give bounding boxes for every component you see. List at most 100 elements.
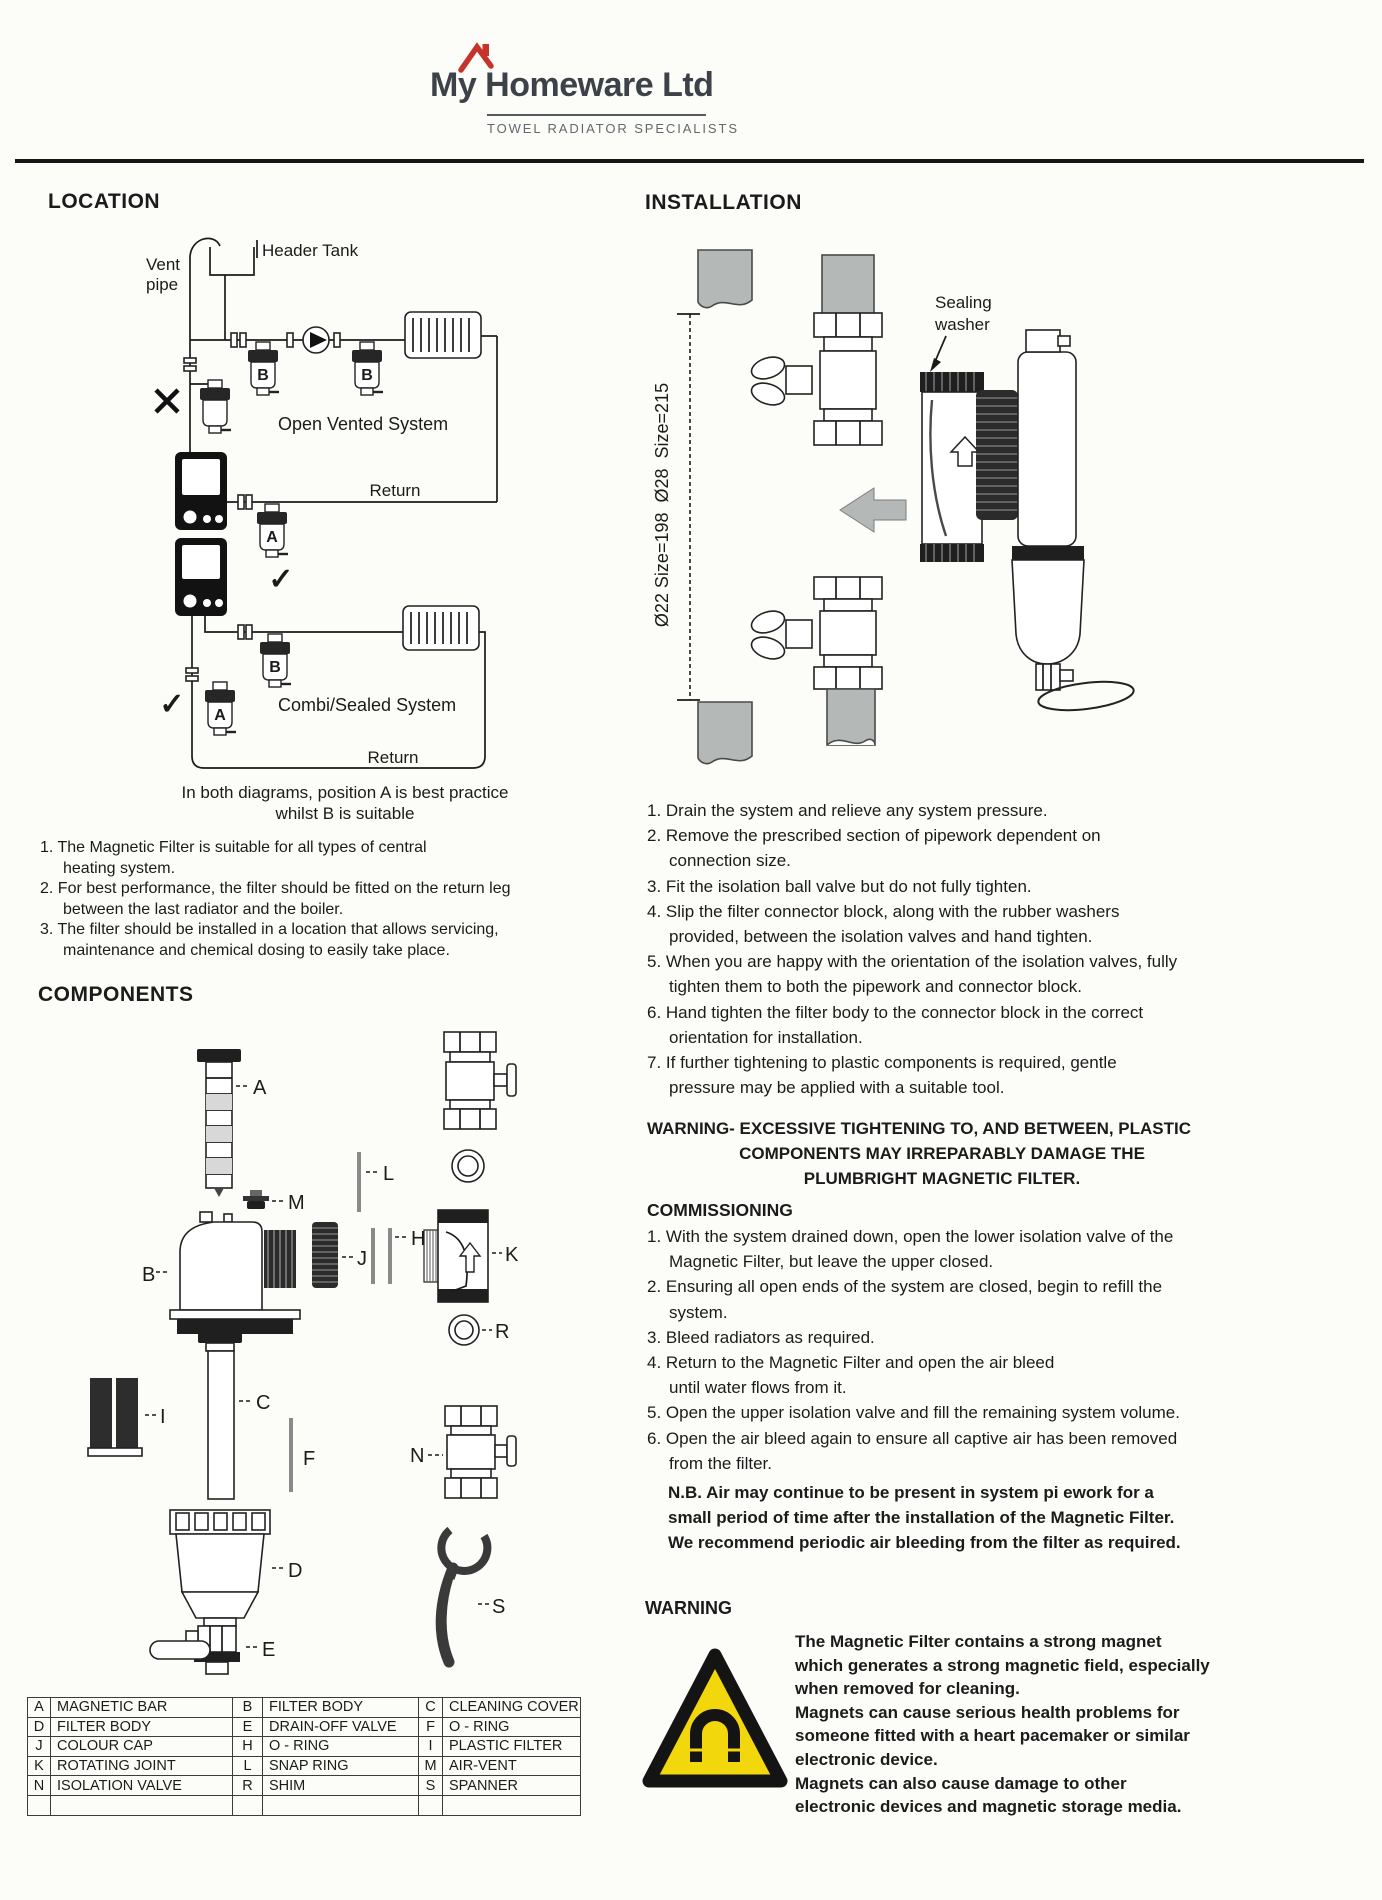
warning-text: The Magnetic Filter contains a strong ma… [795,1630,1250,1819]
table-cell: COLOUR CAP [50,1736,233,1757]
vent-pipe [189,237,258,452]
table-row [27,1794,581,1816]
logo-tagline: TOWEL RADIATOR SPECIALISTS [487,121,739,136]
table-cell: F [418,1716,443,1738]
components-table: A MAGNETIC BAR B FILTER BODY C CLEANING … [27,1697,581,1816]
filter-letter: A [214,707,226,724]
components-diagram: A M B L J [87,1031,519,1675]
part-spanner [435,1526,492,1668]
table-cell: O - RING [262,1736,419,1757]
install-step: 1. Drain the system and relieve any syst… [647,801,1048,820]
part-label-n: N [410,1445,424,1467]
table-cell: D [27,1716,51,1738]
commissioning-step: 5. Open the upper isolation valve and fi… [647,1403,1180,1423]
install-step: 5. When you are happy with the orientati… [647,952,1178,997]
table-cell: K [27,1755,51,1777]
table-cell: O - RING [442,1716,581,1738]
commissioning-steps: 1. With the system drained down, open th… [647,1224,1237,1476]
table-cell: SHIM [262,1775,419,1796]
tightening-warning-line: PLUMBRIGHT MAGNETIC FILTER. [803,1169,1081,1188]
warning-paragraph: Magnets can also cause damage to other e… [795,1773,1182,1817]
table-cell: CLEANING COVER [442,1697,581,1718]
table-cell: MAGNETIC BAR [50,1697,233,1718]
table-cell [442,1794,581,1816]
table-row: N ISOLATION VALVE R SHIM S SPANNER [27,1775,581,1796]
table-row: J COLOUR CAP H O - RING I PLASTIC FILTER [27,1736,581,1757]
open-vented-label: Open Vented System [278,414,448,434]
cross-icon [154,388,180,414]
installation-diagram: Ø22 Size=198 Ø28 Size=215 Sealing washer [652,249,1135,765]
table-cell: B [232,1697,263,1718]
table-cell: R [232,1775,263,1796]
radiator-icon [404,311,482,359]
install-step: 6. Hand tighten the filter body to the c… [647,1002,1144,1047]
combi-pipework [185,616,486,769]
table-cell: AIR-VENT [442,1755,581,1777]
part-magnetic-bar [197,1049,241,1197]
tightening-warning-line: WARNING- EXCESSIVE TIGHTENING TO, AND BE… [647,1119,1192,1138]
tick-icon: ✓ [159,688,184,721]
dimension-label: Ø22 Size=198 Ø28 Size=215 [652,383,672,627]
caption-line-1: In both diagrams, position A is best pra… [181,783,509,802]
boiler-icon [175,452,227,530]
table-cell: SPANNER [442,1775,581,1796]
magnet-warning-icon [642,1648,788,1788]
warning-paragraph: Magnets can cause serious health problem… [795,1702,1190,1769]
table-cell: ISOLATION VALVE [50,1775,233,1796]
commissioning-step: 3. Bleed radiators as required. [647,1327,875,1347]
header-rule [15,159,1364,163]
install-step: 7. If further tightening to plastic comp… [647,1053,1117,1098]
tightening-warning: WARNING- EXCESSIVE TIGHTENING TO, AND BE… [647,1116,1237,1191]
installation-heading: INSTALLATION [645,191,802,214]
part-o-ring-rod [388,1228,392,1284]
filter-crossed [198,378,233,435]
part-shim [448,1314,480,1346]
table-cell: C [418,1697,443,1718]
roof-icon [458,42,494,73]
location-caption: In both diagrams, position A is best pra… [150,782,540,824]
install-step: 3. Fit the isolation ball valve but do n… [647,876,1032,896]
direction-arrow-icon [839,487,907,533]
filter-letter: A [266,529,278,546]
part-label-k: K [505,1244,519,1266]
part-label-j: J [357,1248,367,1270]
upper-isolation-valve [750,254,883,446]
location-heading: LOCATION [48,190,161,213]
part-cleaning-cover [198,1330,242,1500]
table-cell: M [418,1755,443,1777]
table-cell: DRAIN-OFF VALVE [262,1716,419,1738]
table-cell: A [27,1697,51,1718]
table-cell: L [232,1755,263,1777]
table-cell: FILTER BODY [262,1697,419,1718]
table-cell: ROTATING JOINT [50,1755,233,1777]
table-cell [50,1794,233,1816]
part-label-m: M [288,1192,305,1214]
commissioning-step: 1. With the system drained down, open th… [647,1227,1174,1272]
logo-divider [487,114,706,116]
location-notes: 1. The Magnetic Filter is suitable for a… [40,838,630,962]
part-rotating-joint [423,1209,489,1303]
warning-paragraph: The Magnetic Filter contains a strong ma… [795,1632,1210,1699]
part-o-ring-f [289,1418,293,1492]
table-cell: FILTER BODY [50,1716,233,1738]
table-cell: PLASTIC FILTER [442,1736,581,1757]
table-cell [232,1794,263,1816]
location-note: 1. The Magnetic Filter is suitable for a… [40,839,427,877]
logo-text: My Homeware Ltd [430,66,714,104]
part-air-vent [243,1190,269,1209]
install-step: 2. Remove the prescribed section of pipe… [647,826,1101,871]
commissioning-step: 4. Return to the Magnetic Filter and ope… [647,1353,1055,1398]
part-label-r: R [495,1321,509,1343]
table-cell [27,1794,51,1816]
return-label-bottom: Return [367,748,418,767]
tightening-warning-line: COMPONENTS MAY IRREPARABLY DAMAGE THE [739,1144,1145,1163]
open-vented-pipework [190,326,498,502]
table-cell: SNAP RING [262,1755,419,1777]
table-row: D FILTER BODY E DRAIN-OFF VALVE F O - RI… [27,1716,581,1738]
part-snap-ring [357,1152,361,1212]
table-cell [418,1794,443,1816]
part-drain-valve [149,1625,240,1675]
location-note: 3. The filter should be installed in a l… [40,921,499,959]
part-plastic-filter [87,1378,143,1457]
